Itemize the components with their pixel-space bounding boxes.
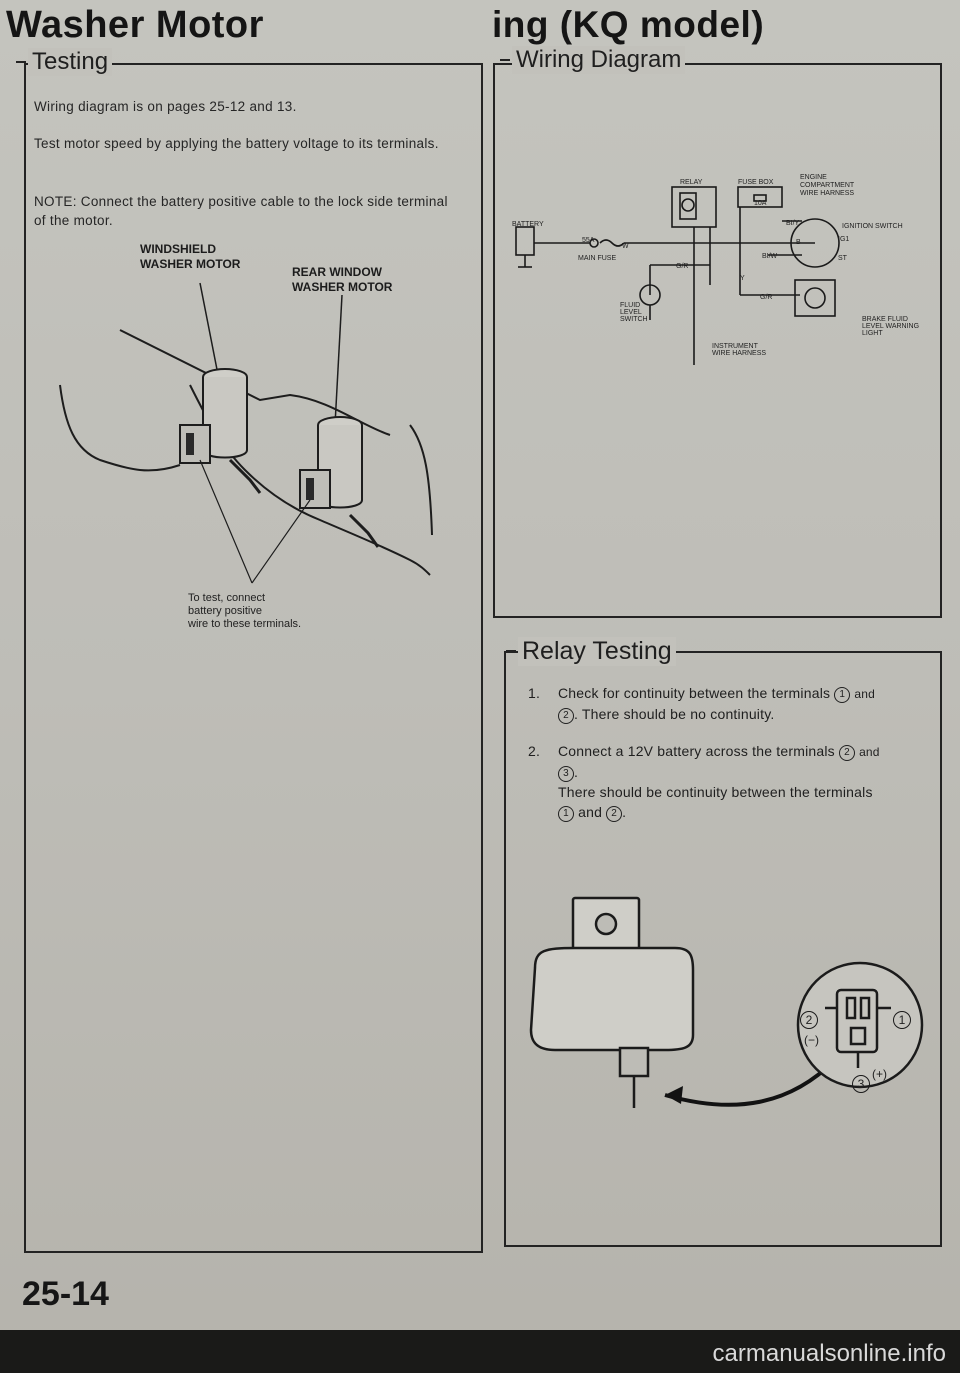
wiring-label-g-r-top: G/R (676, 263, 689, 270)
label-windshield-washer-motor: WINDSHIELD WASHER MOTOR (140, 242, 241, 271)
page-title-right: ing (KQ model) (492, 4, 765, 45)
terminal-1-mark-b: 1 (558, 806, 574, 822)
site-watermark: carmanualsonline.info (712, 1340, 946, 1367)
wiring-label-w: W (622, 243, 629, 250)
wiring-label-engine-harness: ENGINE COMPARTMENT WIRE HARNESS (800, 174, 855, 197)
connector-minus: (−) (804, 1033, 819, 1047)
bottom-shadow (0, 1330, 960, 1373)
wiring-label-ignition-switch: IGNITION SWITCH (842, 223, 903, 230)
terminal-3-mark: 3 (558, 766, 574, 782)
relay-step-2-number: 2. (528, 743, 541, 759)
connector-terminal-3: 3 (852, 1075, 870, 1093)
connector-terminal-1: 1 (893, 1011, 911, 1029)
wiring-diagram-schematic (515, 186, 840, 365)
page-title-left: Washer Motor (6, 4, 264, 46)
relay-step-1-number: 1. (528, 685, 541, 701)
relay-step-2-and-2: and (578, 804, 603, 820)
relay-step-1-rest: . There should be no continuity. (574, 706, 775, 722)
wiring-label-bl-w: BI/W (762, 253, 778, 260)
wiring-label-fuse-10a: 10A (754, 200, 767, 207)
connector-terminal-2: 2 (800, 1011, 818, 1029)
wiring-label-b: B (796, 239, 801, 246)
testing-section-label: Testing (15, 48, 113, 76)
wiring-diagram-section (493, 63, 942, 618)
wiring-label-y: Y (740, 275, 745, 282)
wiring-label-battery: BATTERY (512, 221, 544, 228)
wiring-label-g-r-right: G/R (760, 294, 773, 301)
relay-testing-label: Relay Testing (506, 637, 676, 666)
connector-terminal-2-label: 2 (805, 1013, 813, 1027)
wiring-label-brake-fluid-light: BRAKE FLUID LEVEL WARNING LIGHT (862, 316, 920, 337)
terminal-2-mark-b: 2 (838, 745, 855, 761)
wiring-label-fluid-level-switch: FLUID LEVEL SWITCH (620, 302, 648, 323)
page-number: 25-14 (22, 1275, 109, 1313)
testing-paragraph-3: NOTE: Connect the battery positive cable… (34, 194, 448, 228)
testing-section (24, 63, 483, 1253)
relay-step-1-text: Check for continuity between the termina… (558, 685, 831, 701)
wiring-label-bl-y: BI/Y (786, 220, 800, 227)
connector-terminal-1-label: 1 (898, 1013, 906, 1027)
wiring-label-relay: RELAY (680, 179, 703, 186)
label-rear-window-washer-motor: REAR WINDOW WASHER MOTOR (292, 265, 393, 294)
relay-illustration (529, 896, 924, 1108)
relay-step-2-text: Connect a 12V battery across the termina… (558, 743, 835, 759)
wiring-label-fuse-box: FUSE BOX (738, 179, 774, 186)
wiring-label-st: ST (838, 255, 847, 262)
testing-paragraph-1: Wiring diagram is on pages 25-12 and 13. (34, 99, 297, 114)
wiring-label-main-fuse: MAIN FUSE (578, 255, 617, 262)
connector-plus: (+) (872, 1067, 887, 1081)
testing-caption: To test, connect battery positive wire t… (188, 592, 302, 630)
relay-step-2-line2: There should be continuity between the t… (558, 784, 873, 800)
relay-testing-section (504, 651, 942, 1247)
wiring-label-instrument-harness: INSTRUMENT WIRE HARNESS (712, 343, 767, 357)
testing-paragraph-2: Test motor speed by applying the battery… (34, 136, 439, 151)
terminal-2-mark: 2 (558, 708, 574, 724)
terminal-1-mark: 1 (834, 687, 851, 703)
relay-step-2: 2. Connect a 12V battery across the term… (528, 743, 880, 822)
washer-motor-illustration (59, 282, 433, 584)
wiring-diagram-label: Wiring Diagram (499, 46, 686, 74)
wiring-label-fuse-55a: 55A (582, 237, 595, 244)
relay-step-2-and: and (859, 745, 880, 759)
connector-terminal-3-label: 3 (857, 1077, 865, 1091)
relay-step-1-and: and (854, 687, 876, 701)
wiring-label-ig1: IG1 (838, 236, 850, 243)
terminal-2-mark-c: 2 (606, 806, 623, 822)
relay-step-1: 1. Check for continuity between the term… (528, 683, 928, 724)
